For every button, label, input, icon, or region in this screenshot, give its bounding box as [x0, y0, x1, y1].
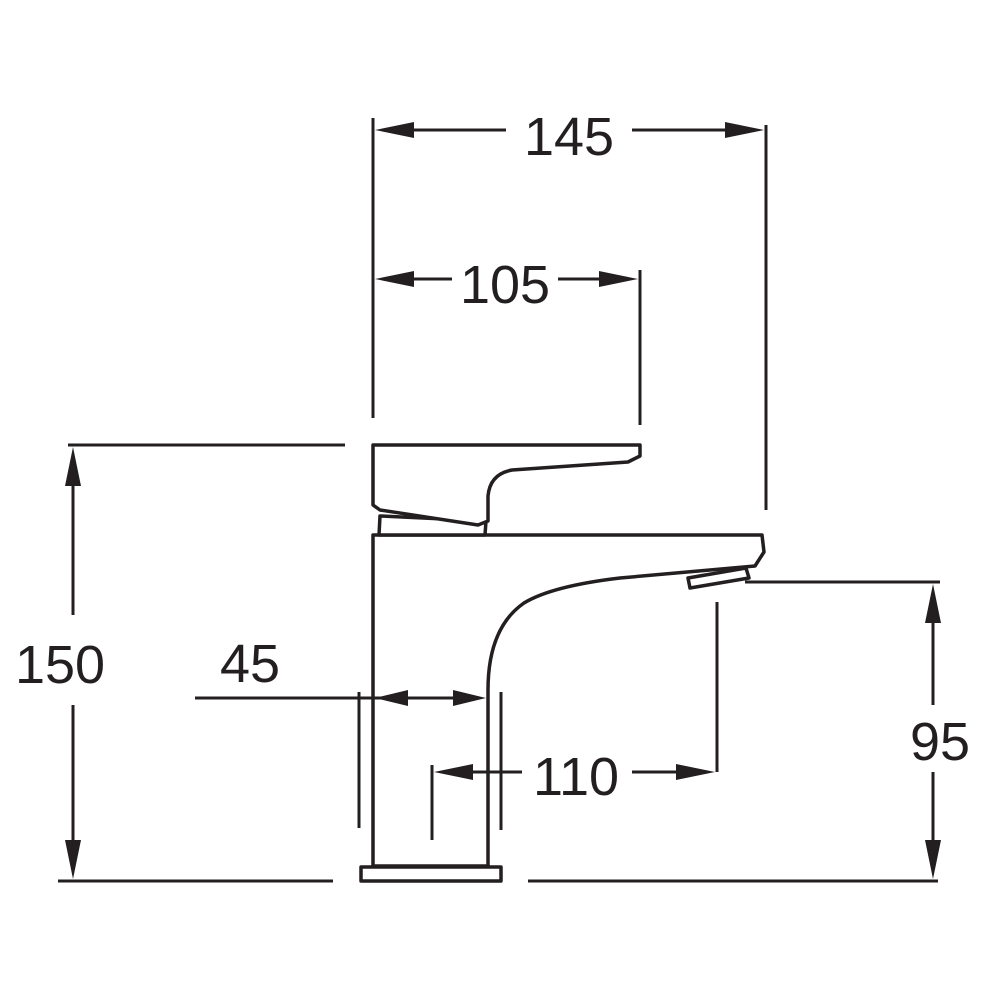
arrowhead-95-top: [925, 584, 941, 623]
arrowhead-110-left: [434, 764, 473, 780]
tap-aerator: [686, 566, 751, 590]
arrowhead-150-top: [65, 447, 81, 486]
dimension-label-95: 95: [910, 712, 970, 772]
arrowhead-145-right: [725, 122, 764, 138]
dimension-label-105: 105: [460, 255, 550, 315]
dimension-105: 105: [375, 255, 642, 425]
arrowhead-150-bottom: [65, 840, 81, 879]
dimension-label-45: 45: [220, 634, 280, 694]
dimension-label-145: 145: [524, 107, 614, 167]
dimension-95: 95: [528, 580, 970, 883]
arrowhead-45-left: [375, 690, 408, 706]
arrowhead-105-right: [599, 271, 638, 287]
tap-lever-handle: [371, 443, 642, 527]
arrowhead-145-left: [375, 122, 414, 138]
arrowhead-105-left: [375, 271, 414, 287]
dimension-145: 145: [371, 107, 768, 510]
arrowhead-110-right: [676, 764, 715, 780]
dimension-label-150: 150: [15, 635, 105, 695]
dimension-label-110: 110: [533, 747, 619, 807]
tap-body-spout: [371, 533, 766, 868]
tap-outline: [359, 443, 766, 883]
arrowhead-95-bottom: [925, 840, 941, 879]
dimension-45: 45: [195, 634, 503, 830]
dimension-110: 110: [430, 602, 719, 840]
arrowhead-45-right: [453, 690, 486, 706]
tap-base-plate: [359, 865, 503, 883]
dimension-150: 150: [15, 443, 345, 883]
